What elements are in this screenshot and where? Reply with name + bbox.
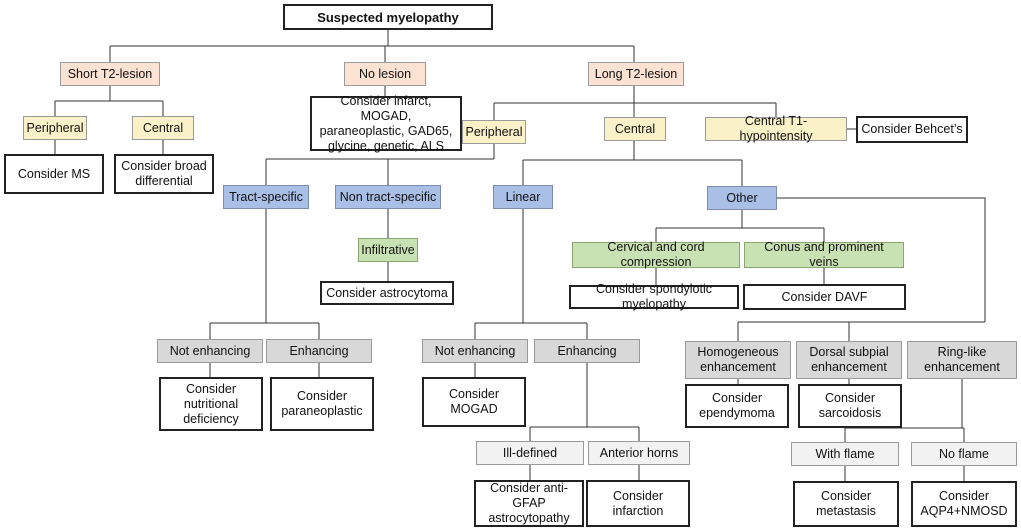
anterior-horns: Anterior horns — [588, 441, 690, 465]
tract-specific: Tract-specific — [223, 185, 309, 209]
linear-not-enhancing: Not enhancing — [422, 339, 528, 363]
long-t2-lesion: Long T2-lesion — [588, 62, 684, 86]
consider-ependymoma: Consider ependymoma — [685, 384, 789, 428]
short-peripheral: Peripheral — [23, 116, 87, 140]
no-lesion: No lesion — [344, 62, 426, 86]
with-flame: With flame — [791, 442, 899, 466]
consider-behcet: Consider Behcet’s — [856, 116, 968, 143]
no-lesion-consider-box: Consider infarct, MOGAD, paraneoplastic,… — [310, 94, 462, 153]
consider-infarction: Consider infarction — [586, 480, 690, 527]
consider-anti-gfap-astrocytopathy: Consider anti-GFAP astrocytopathy — [474, 480, 584, 527]
ring-like-enhancement: Ring-like enhancement — [907, 341, 1017, 379]
non-tract-specific: Non tract-specific — [335, 185, 441, 209]
conus-prominent-veins: Conus and prominent veins — [744, 240, 904, 269]
consider-metastasis: Consider metastasis — [793, 481, 899, 527]
consider-aqp4-nmosd: Consider AQP4+NMOSD — [911, 481, 1017, 527]
consider-broad-differential: Consider broad differential — [114, 154, 214, 194]
linear: Linear — [493, 185, 553, 209]
connector-line — [777, 197, 986, 322]
no-flame: No flame — [911, 442, 1017, 466]
consider-davf: Consider DAVF — [743, 284, 906, 310]
consider-sarcoidosis: Consider sarcoidosis — [798, 384, 902, 428]
infiltrative: Infiltrative — [358, 238, 418, 262]
ill-defined: Ill-defined — [476, 441, 584, 465]
tract-not-enhancing: Not enhancing — [157, 339, 263, 363]
consider-astrocytoma: Consider astrocytoma — [320, 281, 454, 305]
tract-enhancing: Enhancing — [266, 339, 372, 363]
consider-paraneoplastic: Consider paraneoplastic — [270, 377, 374, 431]
linear-enhancing: Enhancing — [534, 339, 640, 363]
cervical-cord-compression: Cervical and cord compression — [572, 240, 740, 269]
short-t2-lesion: Short T2-lesion — [60, 62, 160, 86]
short-central: Central — [132, 116, 194, 140]
consider-mogad: Consider MOGAD — [422, 377, 526, 427]
homogeneous-enhancement: Homogeneous enhancement — [685, 341, 791, 379]
other: Other — [707, 186, 777, 210]
central-t1-hypointensity: Central T1-hypointensity — [705, 114, 847, 143]
dorsal-subpial-enhancement: Dorsal subpial enhancement — [796, 341, 902, 379]
consider-spondylotic-myelopathy: Consider spondylotic myelopathy — [569, 282, 739, 311]
consider-nutritional-deficiency: Consider nutritional deficiency — [159, 377, 263, 431]
long-central: Central — [604, 117, 666, 141]
root-suspected-myelopathy: Suspected myelopathy — [283, 4, 493, 30]
long-peripheral: Peripheral — [462, 120, 526, 144]
consider-ms: Consider MS — [4, 154, 104, 194]
